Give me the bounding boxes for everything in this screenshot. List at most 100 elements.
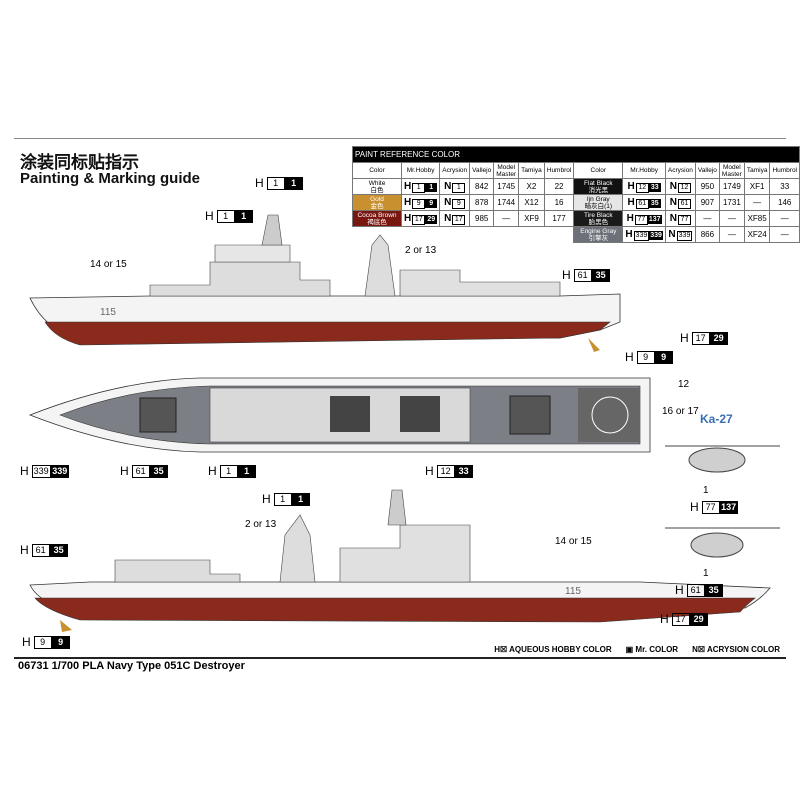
side-view-port: 115	[29, 489, 771, 632]
mm-cell: —	[718, 226, 745, 243]
acrysion-code: 77	[678, 214, 691, 225]
mr-color-code: 137	[647, 214, 662, 224]
color-name: Ijn Gray	[586, 195, 610, 203]
decal-label: 14 or 15	[555, 536, 592, 547]
legend-acrysion: N☒ ACRYSION COLOR	[692, 645, 780, 654]
svg-text:115: 115	[565, 586, 581, 597]
vallejo-cell: 985	[469, 210, 495, 227]
acrysion-code: 9	[452, 198, 466, 209]
decal-label: 1	[703, 485, 709, 496]
acrysion-code: 12	[678, 182, 691, 193]
helicopter-label: Ka-27	[700, 412, 733, 426]
decal-label: 1	[703, 568, 709, 579]
svg-text:115: 115	[100, 307, 116, 318]
hobby-code: 1	[412, 182, 426, 193]
vallejo-cell: 842	[469, 178, 495, 195]
vallejo-cell: 866	[694, 226, 720, 243]
frame	[14, 138, 786, 659]
helicopter-drawings	[665, 445, 780, 558]
hobby-code: 12	[635, 182, 649, 193]
footer-rule	[14, 657, 786, 659]
side-view-starboard: 115	[29, 214, 621, 352]
title-chinese: 涂装同标贴指示	[20, 153, 139, 172]
acrysion-code: 1	[452, 182, 466, 193]
title-english: Painting & Marking guide	[20, 170, 201, 187]
paint-legend: H☒ AQUEOUS HOBBY COLOR ▣ Mr. COLOR N☒ AC…	[494, 645, 780, 654]
hobby-code: 77	[634, 214, 648, 225]
color-name: Tire Black	[583, 211, 613, 219]
mr-color-code: 33	[648, 182, 661, 192]
acrysion-code: 339	[676, 230, 693, 241]
hobby-code: 61	[635, 198, 649, 209]
decal-label: 14 or 15	[90, 259, 127, 270]
mr-color-code: 35	[648, 198, 661, 208]
color-name-cn: 引擎灰	[588, 234, 609, 242]
color-name-cn: 暗灰白(1)	[584, 202, 613, 210]
plan-view	[28, 377, 651, 453]
color-name: Gold	[370, 195, 384, 203]
color-name: Engine Gray	[580, 227, 617, 235]
color-name-cn: 消光黑	[588, 186, 609, 194]
acrysion-code: 17	[452, 214, 466, 225]
color-name-cn: 胎黑色	[588, 218, 609, 226]
decal-label: 12	[678, 379, 690, 390]
mm-cell: —	[718, 210, 745, 227]
hobby-code: 17	[412, 214, 426, 225]
tamiya-cell: XF24	[743, 226, 771, 243]
mr-color-code: 1	[425, 182, 438, 192]
color-name-cn: 白色	[370, 186, 384, 194]
hobby-code: 339	[633, 230, 650, 241]
footer-title: 06731 1/700 PLA Navy Type 051C Destroyer	[18, 660, 245, 672]
color-name: Flat Black	[584, 179, 613, 187]
decal-label: 2 or 13	[245, 519, 277, 530]
hobby-code: 9	[412, 198, 426, 209]
mr-color-code: 9	[425, 198, 438, 208]
mr-color-code: 339	[649, 230, 663, 240]
decal-label: 16 or 17	[662, 406, 699, 417]
decal-label: 2 or 13	[405, 245, 437, 256]
legend-mr-color: ▣ Mr. COLOR	[625, 645, 679, 654]
color-name: White	[368, 179, 386, 187]
acrysion-code: 61	[678, 198, 691, 209]
color-name: Cocoa Brown	[357, 211, 397, 219]
vallejo-cell: —	[694, 210, 720, 227]
color-name-cn: 褐底色	[367, 218, 387, 226]
humbrol-cell: —	[769, 226, 800, 243]
legend-aqueous: H☒ AQUEOUS HOBBY COLOR	[494, 645, 612, 654]
